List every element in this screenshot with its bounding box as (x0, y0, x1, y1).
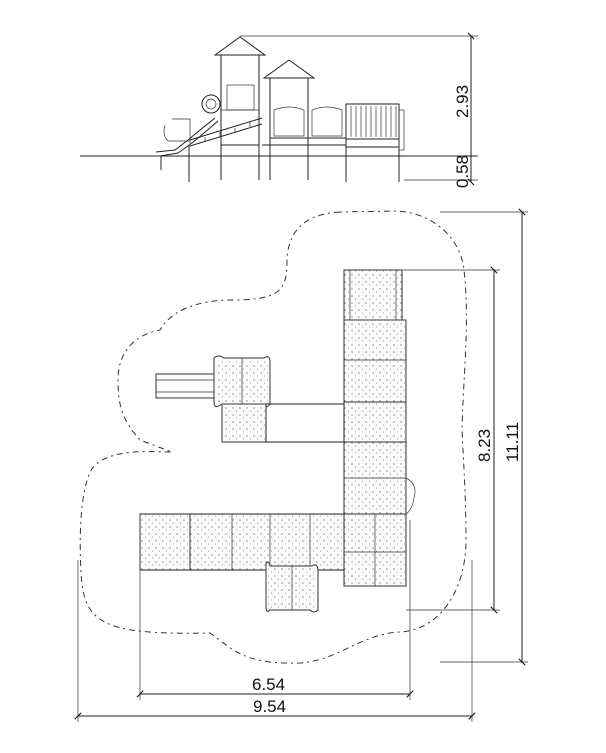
elevation-view (80, 32, 478, 186)
plan-width-inner-label: 6.54 (252, 675, 285, 694)
safety-zone-boundary (79, 210, 467, 664)
platform-height-label: 0.58 (453, 155, 472, 188)
elevation-height-label: 2.93 (453, 85, 472, 118)
plan-view (74, 208, 528, 722)
plan-depth-inner-label: 8.23 (475, 429, 494, 462)
plan-width-outer-label: 9.54 (253, 697, 286, 716)
plan-depth-outer-label: 11.11 (503, 422, 522, 462)
